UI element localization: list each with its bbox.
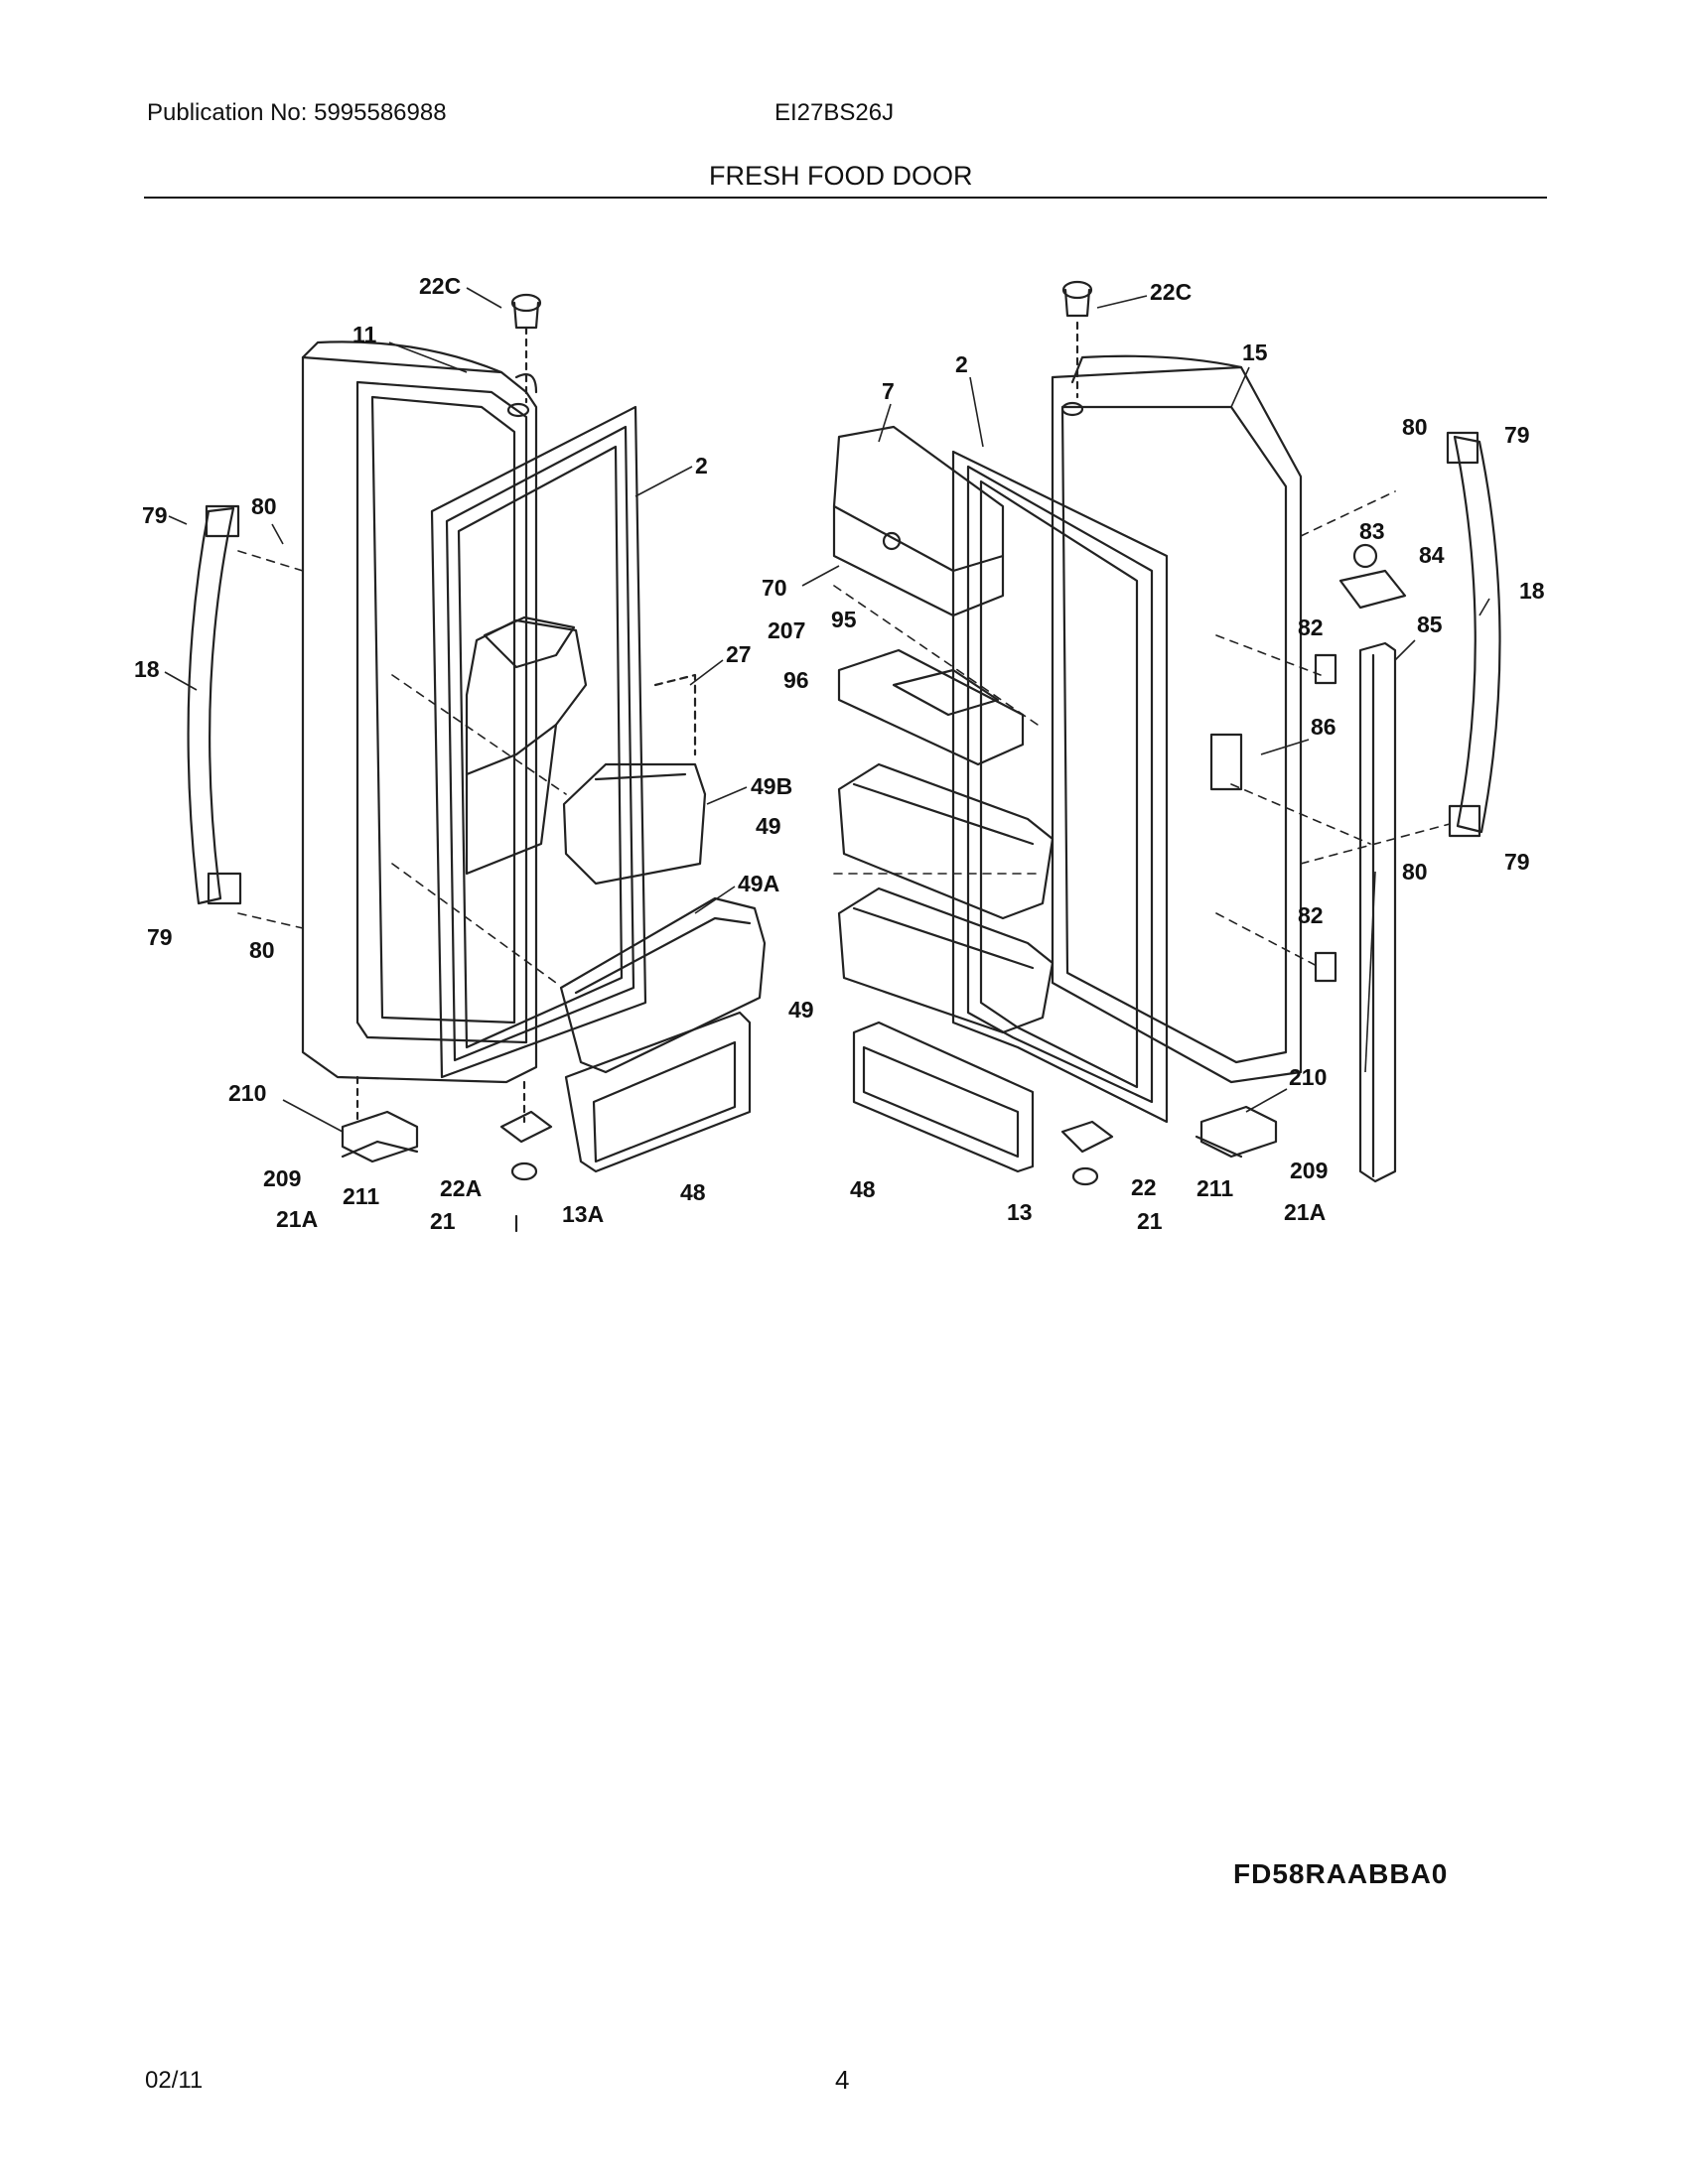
right-door-bin-49-upper [837,762,1055,920]
header-rule [144,197,1547,199]
part-label: 86 [1311,714,1336,740]
part-label: 70 [762,575,787,601]
part-label: 82 [1298,902,1324,928]
right-handle [1446,431,1501,838]
publication-date: 02/11 [145,2067,204,2094]
part-label: 48 [850,1176,876,1202]
left-hinge-bracket-210 [341,1075,419,1163]
left-door-bin-49B [562,673,707,886]
part-label: 82 [1298,614,1324,640]
left-door-bin-49A [559,896,767,1074]
part-label: 211 [343,1183,379,1209]
part-label: 95 [831,607,857,632]
part-label: 49 [788,997,814,1023]
right-door-bin-48 [852,1021,1035,1173]
right-bottom-hinge [1060,1120,1114,1186]
assembly-guide-lines [237,490,1451,984]
part-label: 22A [440,1175,482,1201]
left-handle [187,504,242,905]
part-label: 49A [738,871,779,896]
ice-dispenser-chute [465,615,588,876]
part-label: 22 [1131,1174,1157,1200]
part-label: 21A [276,1206,318,1232]
right-hinge-bracket-210 [1195,1105,1278,1159]
part-label: 210 [1289,1064,1327,1090]
part-label: 211 [1196,1175,1233,1201]
part-label: 49 [756,813,781,839]
part-label: 21 [430,1208,456,1234]
left-door-gasket [430,405,647,1079]
butter-compartment-7 [832,425,1005,617]
part-label: 80 [1402,859,1428,885]
part-label: 21A [1284,1199,1326,1225]
part-label: 7 [882,378,895,404]
part-label: 207 [768,617,805,643]
left-door-outer-panel [301,341,538,1084]
left-door-bin-48 [564,1011,752,1173]
right-door-gasket [951,450,1169,1124]
label-leader-lines [164,287,1490,1133]
part-label: 48 [680,1179,706,1205]
part-label: 80 [249,937,275,963]
part-label: 79 [142,502,168,528]
right-top-hinge-cap [1061,280,1093,318]
part-label: 209 [263,1165,301,1191]
part-label: 79 [1504,422,1530,448]
part-label: 13 [1007,1199,1033,1225]
right-small-parts [1209,543,1407,983]
page-number: 4 [835,2065,850,2095]
part-label: 2 [695,453,708,478]
part-label: 83 [1359,518,1385,544]
part-label: 22C [419,273,461,299]
figure-code: FD58RAABBA0 [1233,1858,1449,1889]
part-label: 49B [751,773,792,799]
left-bottom-hinge [499,1080,553,1233]
part-label: 84 [1419,542,1445,568]
right-door-bin-49-lower [837,887,1055,1034]
part-label: 79 [147,924,173,950]
part-label: 80 [251,493,277,519]
part-label: 11 [352,322,377,347]
part-label: 96 [783,667,809,693]
part-label: 18 [1519,578,1545,604]
part-label: 27 [726,641,752,667]
exploded-parts-diagram: 22C 11 2 79 80 18 27 49B 49A 210 209 21A… [134,273,1545,1234]
left-top-hinge-cap [510,293,542,404]
part-label: 210 [228,1080,266,1106]
part-label: 85 [1417,612,1443,637]
part-label: 209 [1290,1158,1328,1183]
section-title: FRESH FOOD DOOR [709,161,973,191]
publication-number: Publication No: 5995586988 [147,99,447,126]
part-label: 79 [1504,849,1530,875]
right-door-outer-panel [1051,321,1303,1084]
part-label: 15 [1242,340,1268,365]
part-label: 80 [1402,414,1428,440]
part-label-group: 22C 11 2 79 80 18 27 49B 49A 210 209 21A… [134,273,1545,1234]
part-label: 21 [1137,1208,1163,1234]
model-number: EI27BS26J [774,99,895,126]
right-door-trim-85 [1358,641,1397,1183]
part-label: 18 [134,656,160,682]
part-label: 22C [1150,279,1192,305]
filter-shelf-96 [837,648,1025,766]
part-label: 13A [562,1201,604,1227]
part-label: 2 [955,351,968,377]
